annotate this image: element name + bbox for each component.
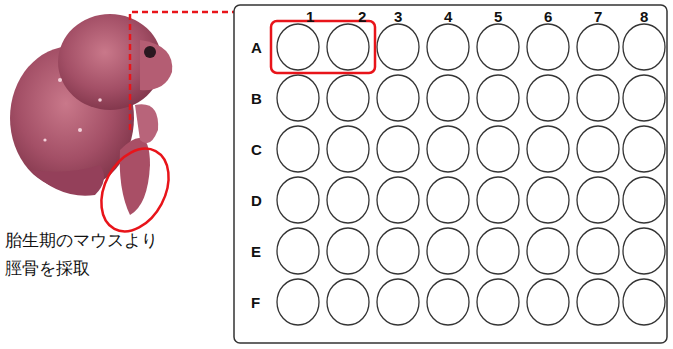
well <box>277 228 319 274</box>
well <box>527 228 569 274</box>
well <box>277 126 319 172</box>
well <box>377 279 419 325</box>
well <box>477 177 519 223</box>
well <box>527 75 569 121</box>
grid-header: 4 <box>444 8 452 25</box>
well <box>577 75 619 121</box>
well-grid <box>277 24 665 325</box>
well <box>327 75 369 121</box>
well <box>377 177 419 223</box>
well <box>477 75 519 121</box>
well <box>527 24 569 70</box>
well <box>327 24 369 70</box>
well <box>277 177 319 223</box>
grid-header: 3 <box>394 8 402 25</box>
well <box>477 24 519 70</box>
grid-header: 5 <box>494 8 502 25</box>
well <box>577 177 619 223</box>
well <box>527 126 569 172</box>
grid-header: 2 <box>358 8 366 25</box>
well <box>327 177 369 223</box>
well <box>427 177 469 223</box>
well <box>577 228 619 274</box>
well <box>623 228 665 274</box>
well <box>277 75 319 121</box>
selection-box <box>271 21 375 73</box>
well <box>377 75 419 121</box>
well <box>527 177 569 223</box>
grid-header: F <box>251 294 260 311</box>
well <box>427 75 469 121</box>
grid-header: B <box>251 90 262 107</box>
well <box>327 126 369 172</box>
highlight-ellipse <box>88 137 182 243</box>
mouse-embryo <box>10 14 172 215</box>
well <box>427 279 469 325</box>
grid-header: C <box>251 141 262 158</box>
well <box>277 279 319 325</box>
well <box>477 228 519 274</box>
well <box>427 126 469 172</box>
grid-header: E <box>251 243 261 260</box>
well <box>623 24 665 70</box>
grid-header: A <box>251 39 262 56</box>
well <box>427 228 469 274</box>
well <box>623 177 665 223</box>
well <box>477 126 519 172</box>
well <box>623 75 665 121</box>
well <box>277 24 319 70</box>
well <box>377 126 419 172</box>
well <box>577 126 619 172</box>
well <box>577 279 619 325</box>
grid-header: 7 <box>594 8 602 25</box>
grid-header: 8 <box>640 8 648 25</box>
well <box>327 279 369 325</box>
well <box>477 279 519 325</box>
well <box>377 24 419 70</box>
well <box>427 24 469 70</box>
grid-header: 6 <box>544 8 552 25</box>
caption-text: 胎生期のマウスより 脛骨を採取 <box>5 226 170 282</box>
well <box>623 126 665 172</box>
well <box>327 228 369 274</box>
well <box>577 24 619 70</box>
well <box>377 228 419 274</box>
plate-frame <box>234 5 667 343</box>
well <box>527 279 569 325</box>
grid-header: D <box>251 192 262 209</box>
grid-header: 1 <box>306 8 314 25</box>
well <box>623 279 665 325</box>
